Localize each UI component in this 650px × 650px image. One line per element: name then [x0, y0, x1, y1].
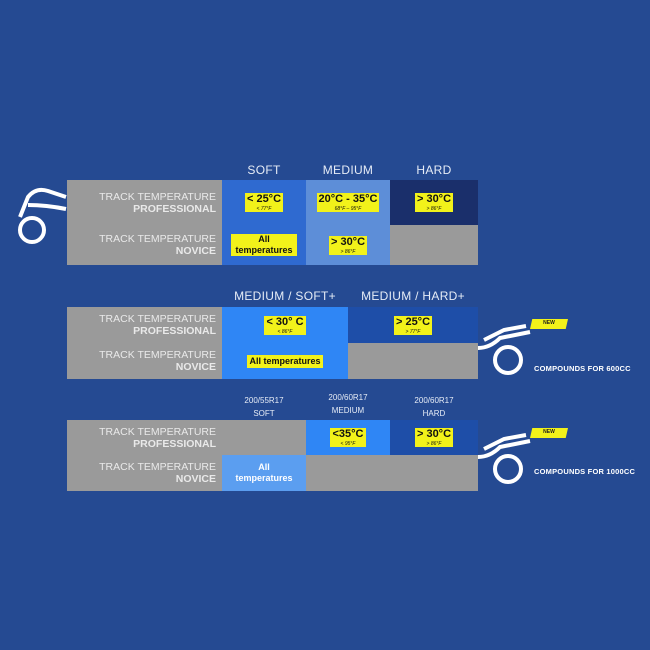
row-label-line1: TRACK TEMPERATURE [99, 461, 216, 473]
temp-tag: All temperatures [231, 234, 297, 256]
row-label-line2: NOVICE [175, 473, 216, 485]
header-medium-hard-plus: MEDIUM / HARD+ [361, 289, 465, 303]
cell-medium-soft-plus: < 30° C< 86°F All temperatures [222, 307, 348, 379]
row-label-professional: TRACK TEMPERATURE PROFESSIONAL [67, 180, 222, 225]
new-badge: NEW [530, 319, 568, 329]
header-medium-soft-plus: MEDIUM / SOFT+ [234, 289, 336, 303]
header-hard: HARD [416, 163, 452, 177]
row-label-line1: TRACK TEMPERATURE [99, 190, 216, 203]
all-temperatures-text: All temperatures [235, 462, 293, 483]
row-label-novice: TRACK TEMPERATURE NOVICE [67, 343, 222, 379]
size-label: 200/55R17 [244, 396, 284, 405]
cell-medium-hard-plus-professional: > 25°C> 77°F [348, 307, 478, 343]
cell-soft-professional: < 25°C< 77°F [222, 180, 306, 225]
temp-tag: > 25°C> 77°F [393, 315, 433, 335]
row-label-line2: PROFESSIONAL [133, 202, 216, 215]
cell-soft-novice: All temperatures [222, 455, 306, 491]
cell-medium-professional: <35°C< 95°F [306, 420, 390, 455]
header-soft: SOFT [247, 163, 281, 177]
cell-hard-professional: > 30°C> 86°F [390, 420, 478, 455]
motorcycle-icon-600cc [477, 324, 531, 375]
temp-tag: > 30°C> 86°F [328, 235, 368, 255]
compound-label: HARD [422, 409, 446, 418]
row-label-line2: NOVICE [175, 361, 216, 373]
size-label: 200/60R17 [414, 396, 454, 405]
row-label-professional: TRACK TEMPERATURE PROFESSIONAL [67, 307, 222, 343]
temp-tag: < 25°C< 77°F [244, 193, 284, 212]
new-badge: NEW [530, 428, 568, 438]
caption-1000cc: COMPOUNDS FOR 1000CC [534, 467, 636, 476]
cell-hard-professional: > 30°C> 86°F [390, 180, 478, 225]
motorcycle-icon-left [18, 187, 67, 244]
row-label-professional: TRACK TEMPERATURE PROFESSIONAL [67, 420, 222, 455]
row-label-line1: TRACK TEMPERATURE [99, 349, 216, 361]
header-hard-size: 200/60R17 HARD [390, 394, 478, 420]
header-medium-size: 200/60R17 MEDIUM [306, 391, 390, 417]
row-label-line1: TRACK TEMPERATURE [99, 233, 216, 245]
motorcycle-icon-1000cc [477, 433, 531, 484]
cell-medium-hard-novice [306, 455, 478, 491]
cell-soft-professional [222, 420, 306, 455]
size-label: 200/60R17 [328, 393, 368, 402]
header-medium: MEDIUM [322, 163, 374, 177]
row-label-line2: NOVICE [175, 245, 216, 257]
cell-soft-novice: All temperatures [222, 225, 306, 265]
row-label-line2: PROFESSIONAL [133, 325, 216, 337]
temp-tag: > 30°C> 86°F [414, 428, 454, 447]
row-label-novice: TRACK TEMPERATURE NOVICE [67, 225, 222, 265]
cell-medium-novice: > 30°C> 86°F [306, 225, 390, 265]
temp-tag: > 30°C> 86°F [414, 193, 454, 212]
row-label-line1: TRACK TEMPERATURE [99, 313, 216, 325]
cell-hard-novice [390, 225, 478, 265]
row-label-line1: TRACK TEMPERATURE [99, 425, 216, 438]
row-label-novice: TRACK TEMPERATURE NOVICE [67, 455, 222, 491]
header-soft-size: 200/55R17 SOFT [222, 394, 306, 420]
row-label-line2: PROFESSIONAL [133, 437, 216, 450]
temp-tag: <35°C< 95°F [330, 428, 366, 447]
cell-medium-hard-plus-novice [348, 343, 478, 379]
caption-600cc: COMPOUNDS FOR 600CC [534, 364, 631, 373]
compound-label: MEDIUM [331, 406, 365, 415]
temp-tag: < 30° C< 86°F [264, 315, 306, 335]
temp-tag: All temperatures [247, 354, 323, 368]
compound-label: SOFT [253, 409, 275, 418]
